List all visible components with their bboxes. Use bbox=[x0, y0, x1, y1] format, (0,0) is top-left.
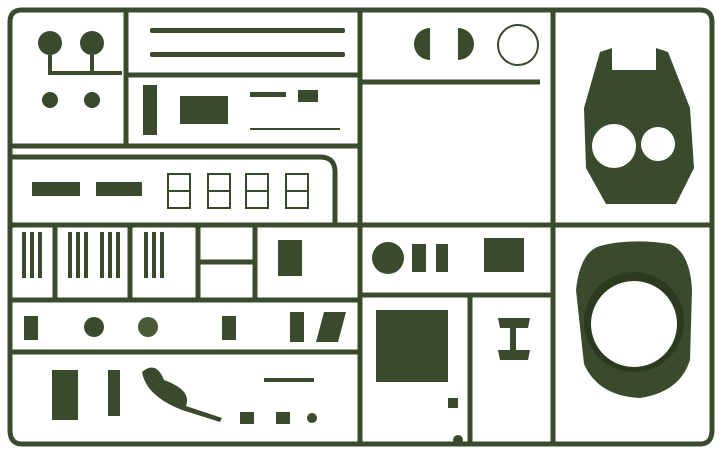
small-parts bbox=[22, 28, 530, 445]
turret-upper-part bbox=[584, 48, 694, 204]
sprue-frame bbox=[7, 7, 715, 447]
turret-ring-part bbox=[576, 241, 692, 398]
engine-hatch bbox=[376, 310, 448, 382]
hollow-parts bbox=[167, 24, 539, 209]
